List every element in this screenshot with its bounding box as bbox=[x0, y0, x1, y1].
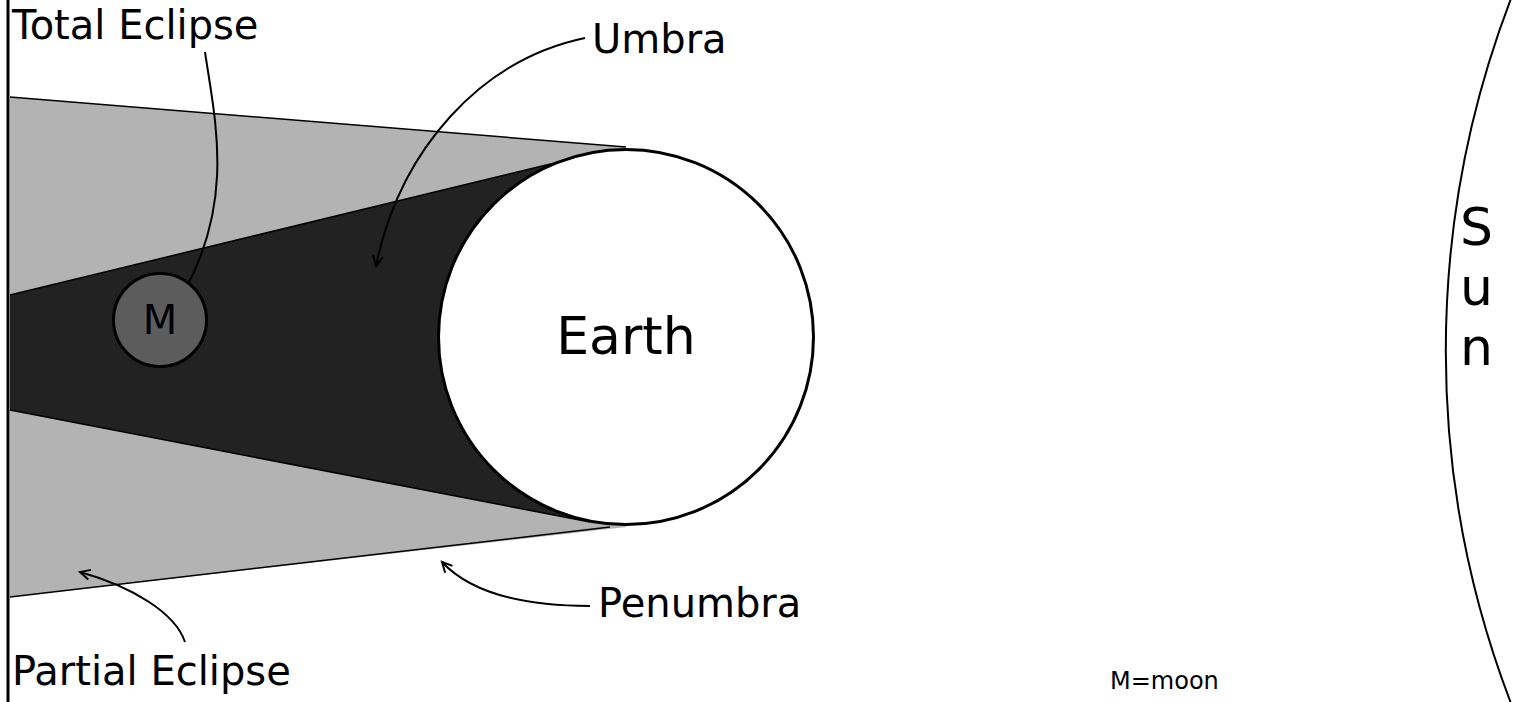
moon-circle: M bbox=[112, 272, 208, 368]
circle-shape bbox=[114, 274, 207, 367]
frame-edge bbox=[7, 0, 10, 702]
region-label: Partial Eclipse bbox=[12, 648, 291, 694]
legend-note: M=moon bbox=[1110, 668, 1219, 696]
region-label: Penumbra bbox=[598, 580, 801, 626]
leader-line bbox=[442, 562, 590, 606]
sun-edge bbox=[1446, 0, 1512, 702]
penumbra-edge bbox=[10, 97, 626, 147]
sun-arc: Sun bbox=[1440, 0, 1538, 702]
penumbra-edge bbox=[10, 527, 610, 597]
body-label: Earth bbox=[556, 307, 695, 367]
region-label: Umbra bbox=[592, 16, 727, 62]
sun-label: Sun bbox=[1460, 198, 1512, 377]
leader-line bbox=[80, 572, 185, 642]
region-label: Total Eclipse bbox=[12, 2, 258, 48]
body-label: M bbox=[143, 297, 178, 343]
circle-shape bbox=[439, 150, 814, 525]
leader-line bbox=[184, 52, 217, 292]
earth-circle: Earth bbox=[437, 148, 815, 526]
